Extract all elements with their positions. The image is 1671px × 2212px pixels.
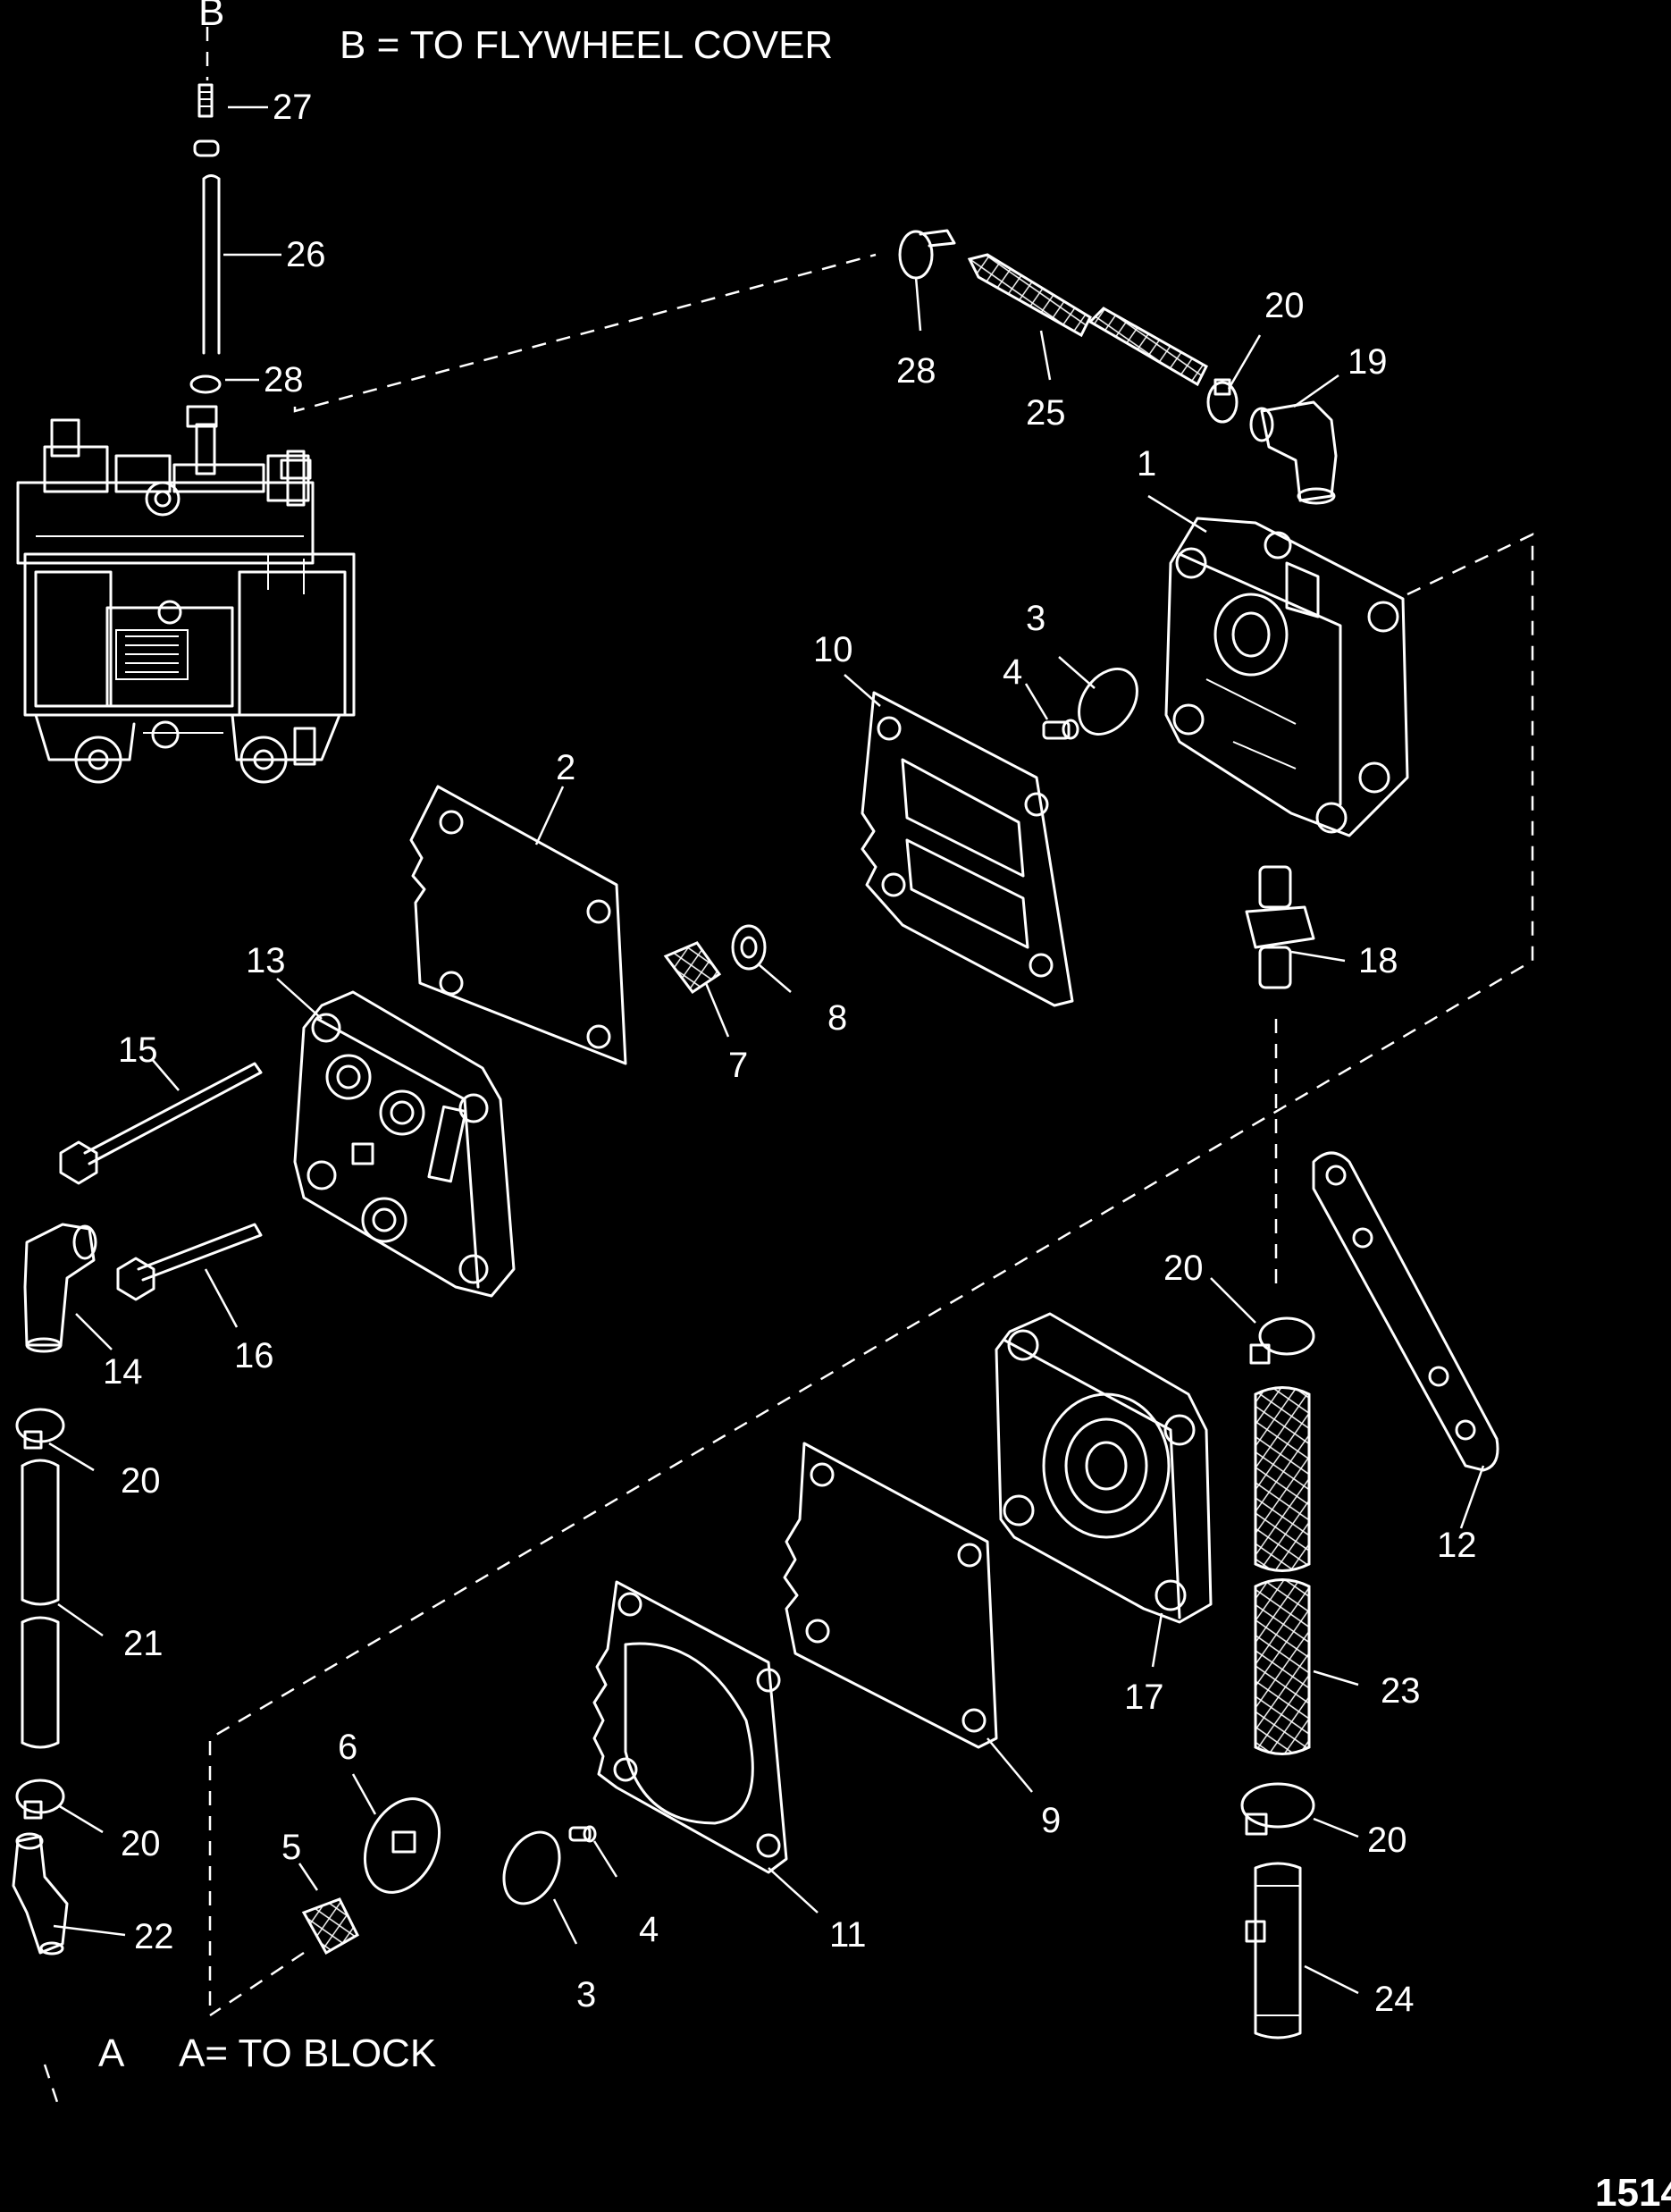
callout-numbers: 27 26 28 28 25 20 19 1 3 4 10 2 8 7 13 1… [103, 88, 1477, 2019]
part-20-clamp-left-upper [15, 1408, 65, 1450]
part-17-housing [995, 1312, 1213, 1624]
part-16-bolt [116, 1223, 263, 1301]
callout-13: 13 [246, 941, 286, 980]
ref-b-label: B [198, 0, 224, 34]
part-21-hose-upper [21, 1459, 60, 1606]
callout-11: 11 [829, 1915, 867, 1955]
callout-2: 2 [556, 748, 575, 787]
callout-8: 8 [827, 998, 847, 1038]
part-20-clamp-upper [1206, 378, 1239, 424]
leader-lines [48, 105, 1485, 1995]
dashed-guide-lines [43, 27, 1534, 2106]
callout-19: 19 [1348, 342, 1388, 382]
part-19-elbow [1249, 400, 1338, 505]
callout-20-top: 20 [1264, 286, 1305, 325]
callout-16: 16 [234, 1336, 274, 1375]
callout-27: 27 [273, 88, 313, 127]
callout-22: 22 [134, 1917, 174, 1956]
callout-20-right-upper: 20 [1163, 1249, 1204, 1288]
callout-9: 9 [1041, 1801, 1061, 1840]
part-3-diaphragm-upper [1078, 668, 1138, 736]
callout-3-upper: 3 [1026, 599, 1045, 638]
part-26-hose [202, 174, 221, 355]
part-4-screw-upper [1042, 719, 1079, 740]
part-25-hose-left [967, 253, 1092, 338]
part-3-diaphragm-lower [502, 1830, 561, 1905]
part-23-hose-lower [1254, 1578, 1311, 1755]
block-note: A= TO BLOCK [179, 2031, 436, 2075]
part-22-elbow [12, 1832, 69, 1955]
part-23-hose-upper [1254, 1386, 1311, 1572]
ref-a-label: A [98, 2031, 125, 2075]
callout-6: 6 [338, 1728, 357, 1767]
part-12-bracket [1312, 1151, 1499, 1472]
part-21-hose-lower [21, 1616, 60, 1749]
part-27-fitting [193, 83, 220, 157]
callout-28-upper: 28 [896, 351, 936, 391]
part-28-clamp-lower [189, 374, 222, 394]
callout-14: 14 [103, 1352, 143, 1392]
part-18-fitting [1245, 865, 1315, 989]
callout-20-left-upper: 20 [121, 1461, 161, 1501]
part-14-elbow [23, 1223, 97, 1353]
part-15-bolt [59, 1062, 263, 1185]
part-8-seal [731, 924, 767, 971]
figure-number: 1514 [1595, 2171, 1671, 2212]
part-6-diaphragm-plate [363, 1797, 441, 1894]
part-20-clamp-left-lower [15, 1779, 65, 1820]
callout-4-upper: 4 [1003, 652, 1022, 692]
part-13-cover [293, 990, 516, 1298]
part-20-clamp-right-upper [1249, 1316, 1315, 1365]
part-1-pump-body [1164, 517, 1409, 837]
part-5-spring [301, 1897, 359, 1955]
callout-28-lower: 28 [264, 360, 304, 400]
part-24-fitting [1245, 1862, 1302, 2040]
carburetor-assembly [16, 405, 356, 784]
part-2-diaphragm [409, 785, 627, 1065]
callout-25: 25 [1026, 393, 1066, 433]
callout-21: 21 [123, 1624, 164, 1663]
part-7-spring [663, 941, 722, 995]
callout-4-lower: 4 [639, 1910, 659, 1949]
part-4-screw-lower [568, 1825, 597, 1843]
part-20-clamp-right-lower [1240, 1782, 1315, 1836]
callout-23: 23 [1381, 1671, 1421, 1711]
callout-18: 18 [1358, 941, 1398, 980]
callout-10: 10 [813, 630, 853, 669]
flywheel-note: B = TO FLYWHEEL COVER [340, 23, 833, 67]
part-25-hose-right [1087, 307, 1208, 387]
part-28-clamp [898, 229, 956, 280]
part-11-gasket [592, 1580, 788, 1874]
callout-24: 24 [1374, 1980, 1415, 2019]
callout-5: 5 [281, 1828, 301, 1867]
callout-12: 12 [1437, 1526, 1477, 1565]
callout-7: 7 [728, 1046, 748, 1085]
callout-17: 17 [1124, 1678, 1164, 1717]
callout-20-left-lower: 20 [121, 1824, 161, 1863]
callout-20-right-lower: 20 [1367, 1821, 1407, 1860]
callout-1: 1 [1137, 444, 1156, 484]
callout-3-lower: 3 [576, 1975, 596, 2014]
callout-15: 15 [118, 1030, 158, 1070]
part-10-gasket [861, 691, 1074, 1007]
callout-26: 26 [286, 235, 326, 274]
part-9-diaphragm [783, 1442, 998, 1749]
